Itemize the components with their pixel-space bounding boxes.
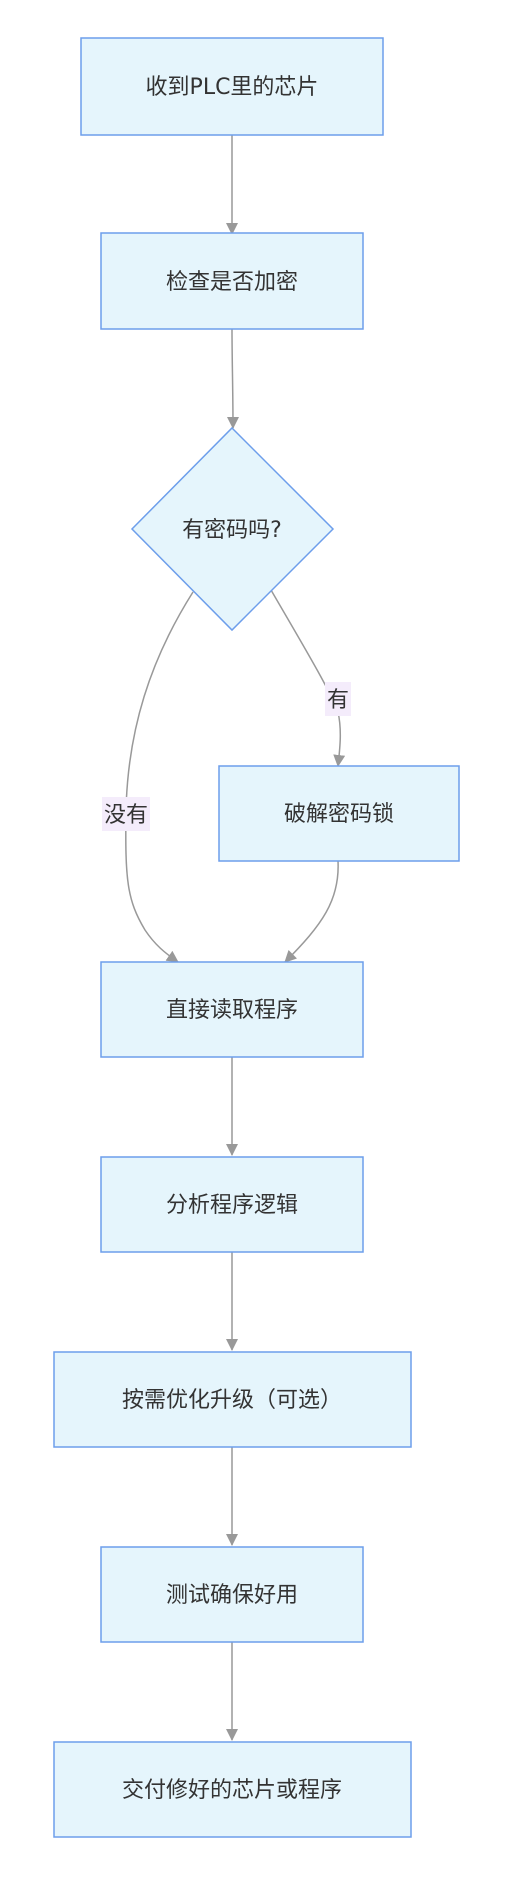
node-crack-password: 破解密码锁 (218, 765, 460, 862)
node-test-verify-label: 测试确保好用 (166, 1583, 298, 1608)
node-receive-chip-box (80, 37, 384, 136)
edge-label-no-group: 没有 (102, 797, 150, 831)
node-has-password-diamond (130, 426, 335, 632)
edge-check-to-decision (226, 328, 239, 429)
node-read-program: 直接读取程序 (100, 961, 364, 1058)
edge-label-no-bg (102, 797, 150, 831)
node-optimize-upgrade-box (53, 1351, 412, 1448)
edge-decision-to-crack-yes (270, 589, 346, 767)
edge-label-no: 没有 (104, 803, 148, 828)
edge-label-yes-group: 有 (325, 682, 351, 716)
node-check-encryption-box (100, 232, 364, 330)
node-crack-password-label: 破解密码锁 (284, 802, 394, 827)
node-check-encryption: 检查是否加密 (100, 232, 364, 330)
node-analyze-logic: 分析程序逻辑 (100, 1156, 364, 1253)
node-read-program-box (100, 961, 364, 1058)
node-analyze-logic-box (100, 1156, 364, 1253)
node-receive-chip-label: 收到PLC里的芯片 (146, 75, 319, 100)
edge-crack-to-read (284, 860, 339, 963)
node-read-program-label: 直接读取程序 (166, 998, 298, 1023)
node-test-verify: 测试确保好用 (100, 1546, 364, 1643)
node-deliver-label: 交付修好的芯片或程序 (122, 1778, 342, 1803)
node-optimize-upgrade: 按需优化升级（可选） (53, 1351, 412, 1448)
node-receive-chip: 收到PLC里的芯片 (80, 37, 384, 136)
node-optimize-upgrade-label: 按需优化升级（可选） (122, 1388, 342, 1413)
edge-decision-to-read-no (125, 591, 194, 963)
node-deliver: 交付修好的芯片或程序 (53, 1741, 412, 1838)
node-check-encryption-label: 检查是否加密 (166, 270, 298, 295)
edges (125, 135, 346, 1741)
node-deliver-box (53, 1741, 412, 1838)
edge-label-yes: 有 (327, 688, 349, 713)
edge-label-yes-bg (325, 682, 351, 716)
node-has-password: 有密码吗? (130, 426, 335, 632)
node-test-verify-box (100, 1546, 364, 1643)
node-has-password-label: 有密码吗? (182, 518, 282, 543)
node-analyze-logic-label: 分析程序逻辑 (166, 1193, 298, 1218)
node-crack-password-box (218, 765, 460, 862)
